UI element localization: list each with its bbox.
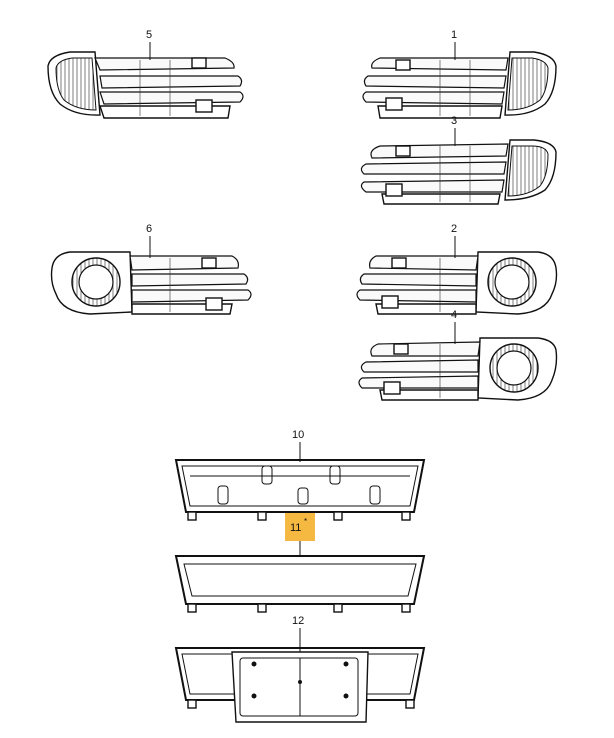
callout-4: 4 (451, 309, 457, 321)
grille-part-1 (362, 51, 557, 119)
callout-5: 5 (146, 29, 152, 41)
callout-12: 12 (292, 615, 304, 627)
plate-bracket-part-12 (174, 647, 426, 723)
callout-2: 2 (451, 223, 457, 235)
grille-part-2 (356, 251, 558, 315)
callout-11-asterisk: * (304, 517, 307, 526)
plate-bracket-part-10 (174, 459, 426, 521)
callout-10: 10 (292, 429, 304, 441)
callout-3: 3 (451, 115, 457, 127)
callout-11-highlight (285, 513, 315, 541)
grille-part-6 (50, 251, 252, 315)
grille-part-3 (360, 139, 557, 205)
callout-1: 1 (451, 29, 457, 41)
grille-part-5 (47, 51, 244, 119)
callout-6: 6 (146, 223, 152, 235)
plate-bracket-part-11 (174, 555, 426, 613)
callout-11: 11 (290, 522, 301, 534)
grille-part-4 (358, 337, 558, 401)
